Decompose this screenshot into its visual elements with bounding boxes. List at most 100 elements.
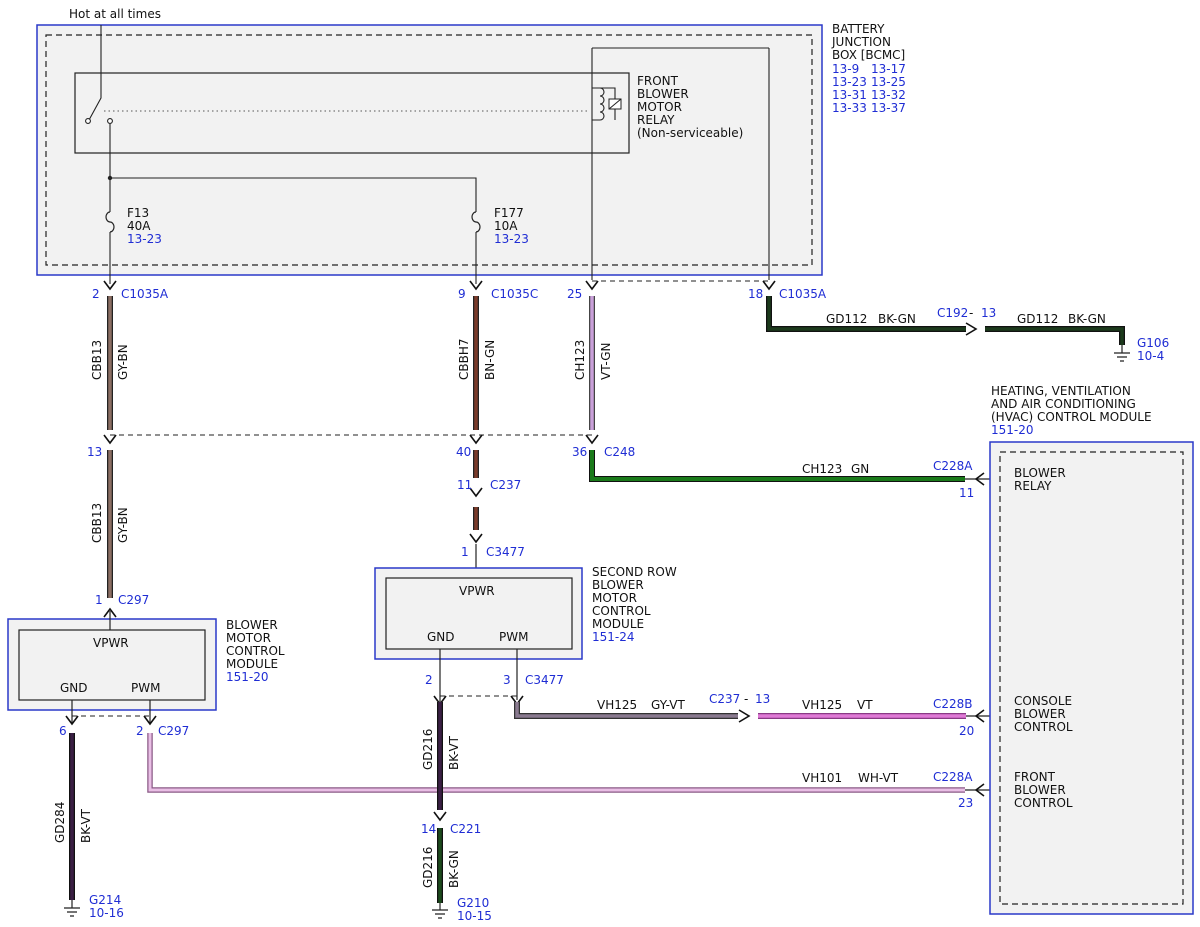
fuse-f13-bus (110, 177, 477, 212)
hvac-ref[interactable]: 151-20 (991, 423, 1034, 437)
c237-arrow (469, 487, 483, 498)
wire-gd216-b-color: BK-GN (447, 850, 461, 888)
wire-vh101[interactable] (148, 733, 965, 792)
c1035c-9-name[interactable]: C1035C (491, 287, 538, 301)
bjb-ref-2a[interactable]: 13-23 (832, 75, 867, 89)
fuse-f177-ref[interactable]: 13-23 (494, 232, 529, 246)
wire-gd112-a[interactable] (767, 296, 966, 331)
c40-pin[interactable]: 40 (456, 445, 471, 459)
c237-13-name[interactable]: C237 (709, 692, 740, 706)
c237-name[interactable]: C237 (490, 478, 521, 492)
c13-pin[interactable]: 13 (87, 445, 102, 459)
bmcm-ref[interactable]: 151-20 (226, 670, 269, 684)
c192-connector-arrow (965, 322, 978, 336)
wire-vh125-a[interactable] (515, 702, 738, 718)
c228a-23-name[interactable]: C228A (933, 770, 973, 784)
c1035a-18-pin[interactable]: 18 (748, 287, 763, 301)
wire-ch123-gn-color: GN (851, 462, 869, 476)
c221-pin[interactable]: 14 (421, 822, 436, 836)
srbm-label-4: CONTROL (592, 604, 651, 618)
c248-pin[interactable]: 36 (572, 445, 587, 459)
bmcm-label-3: CONTROL (226, 644, 285, 658)
c40-arrow (469, 434, 483, 445)
c1035c-9-pin[interactable]: 9 (458, 287, 466, 301)
c297-1-name[interactable]: C297 (118, 593, 149, 607)
bjb-ref-4b[interactable]: 13-37 (871, 101, 906, 115)
c228b-20-name[interactable]: C228B (933, 697, 973, 711)
hvac-label-1: HEATING, VENTILATION (991, 384, 1131, 398)
wire-cbb13-lower-circuit: CBB13 (90, 503, 104, 543)
c3477-2-pin[interactable]: 2 (425, 673, 433, 687)
ground-g106-name[interactable]: G106 (1137, 336, 1169, 350)
c237-pin[interactable]: 11 (457, 478, 472, 492)
bjb-ref-3a[interactable]: 13-31 (832, 88, 867, 102)
bjb-ref-4a[interactable]: 13-33 (832, 101, 867, 115)
c228a-11-name[interactable]: C228A (933, 459, 973, 473)
c248-name[interactable]: C248 (604, 445, 635, 459)
wire-gd216-a-circuit: GD216 (421, 729, 435, 770)
hvac-blower-relay-2: RELAY (1014, 479, 1052, 493)
c228a-23-pin[interactable]: 23 (958, 796, 973, 810)
c297-2-pin[interactable]: 2 (136, 724, 144, 738)
wire-gd112-a-color: BK-GN (878, 312, 916, 326)
bjb-ref-2b[interactable]: 13-25 (871, 75, 906, 89)
c221-arrow (433, 811, 447, 822)
c297-6-arrow (65, 715, 79, 726)
c3477-3-name[interactable]: C3477 (525, 673, 564, 687)
fuse-f177-name: F177 (494, 206, 524, 220)
c1035a-18-name[interactable]: C1035A (779, 287, 827, 301)
c3477-3-pin[interactable]: 3 (503, 673, 511, 687)
c237-13-arrow (738, 709, 751, 723)
c192-name[interactable]: C192 (937, 306, 968, 320)
ground-g214-ref[interactable]: 10-16 (89, 906, 124, 920)
wire-cbb13-upper-color: GY-BN (116, 344, 130, 380)
c3477-1-pin[interactable]: 1 (461, 545, 469, 559)
hvac-label-2: AND AIR CONDITIONING (991, 397, 1136, 411)
bjb-ref-1b[interactable]: 13-17 (871, 62, 906, 76)
wire-vh101-outline (147, 733, 965, 793)
fuse-bus-junction (107, 175, 113, 181)
wire-gd112-a-circuit: GD112 (826, 312, 867, 326)
c1035a-2-pin[interactable]: 2 (92, 287, 100, 301)
srbm-inner-box (385, 577, 573, 650)
wire-gd284-circuit: GD284 (53, 802, 67, 843)
ground-g210-name[interactable]: G210 (457, 896, 489, 910)
wire-ch123-vertical-circuit: CH123 (573, 340, 587, 380)
bmcm-label-4: MODULE (226, 657, 278, 671)
c297-2-name[interactable]: C297 (158, 724, 189, 738)
hvac-console-1: CONSOLE (1014, 694, 1072, 708)
c228b-20-pin[interactable]: 20 (959, 724, 974, 738)
srbm-pwm-label: PWM (499, 630, 528, 644)
wire-ch123-gn[interactable] (590, 450, 965, 481)
c228a-11-pin[interactable]: 11 (959, 486, 974, 500)
c237-13-pin[interactable]: 13 (755, 692, 770, 706)
wire-ch123-gn-outline (589, 450, 965, 482)
fuse-f13-ref[interactable]: 13-23 (127, 232, 162, 246)
c297-6-pin[interactable]: 6 (59, 724, 67, 738)
c1035a-2-name[interactable]: C1035A (121, 287, 169, 301)
srbm-gnd-label: GND (427, 630, 455, 644)
bjb-ref-3b[interactable]: 13-32 (871, 88, 906, 102)
ground-g214-name[interactable]: G214 (89, 893, 121, 907)
c192-pin[interactable]: 13 (981, 306, 996, 320)
c1035a-18-arrow (762, 280, 776, 291)
c297-1-pin[interactable]: 1 (95, 593, 103, 607)
bjb-inner-dashed (45, 34, 813, 266)
ground-g106-ref[interactable]: 10-4 (1137, 349, 1164, 363)
bmcm-pwm-label: PWM (131, 681, 160, 695)
relay-label-5: (Non-serviceable) (637, 126, 743, 140)
hvac-front-2: BLOWER (1014, 783, 1066, 797)
bjb-ref-1a[interactable]: 13-9 (832, 62, 859, 76)
c3477-1-name[interactable]: C3477 (486, 545, 525, 559)
wire-gd112-b-outline (985, 326, 1125, 345)
bmcm-gnd-label: GND (60, 681, 88, 695)
srbm-ref[interactable]: 151-24 (592, 630, 635, 644)
hvac-front-3: CONTROL (1014, 796, 1073, 810)
c221-name[interactable]: C221 (450, 822, 481, 836)
wire-gd112-b[interactable] (985, 327, 1124, 345)
c1035-25-pin[interactable]: 25 (567, 287, 582, 301)
wire-gd112-b-circuit: GD112 (1017, 312, 1058, 326)
ground-g210-ref[interactable]: 10-15 (457, 909, 492, 923)
wire-gd112-b-color: BK-GN (1068, 312, 1106, 326)
wire-cbbh7-color: BN-GN (483, 340, 497, 380)
